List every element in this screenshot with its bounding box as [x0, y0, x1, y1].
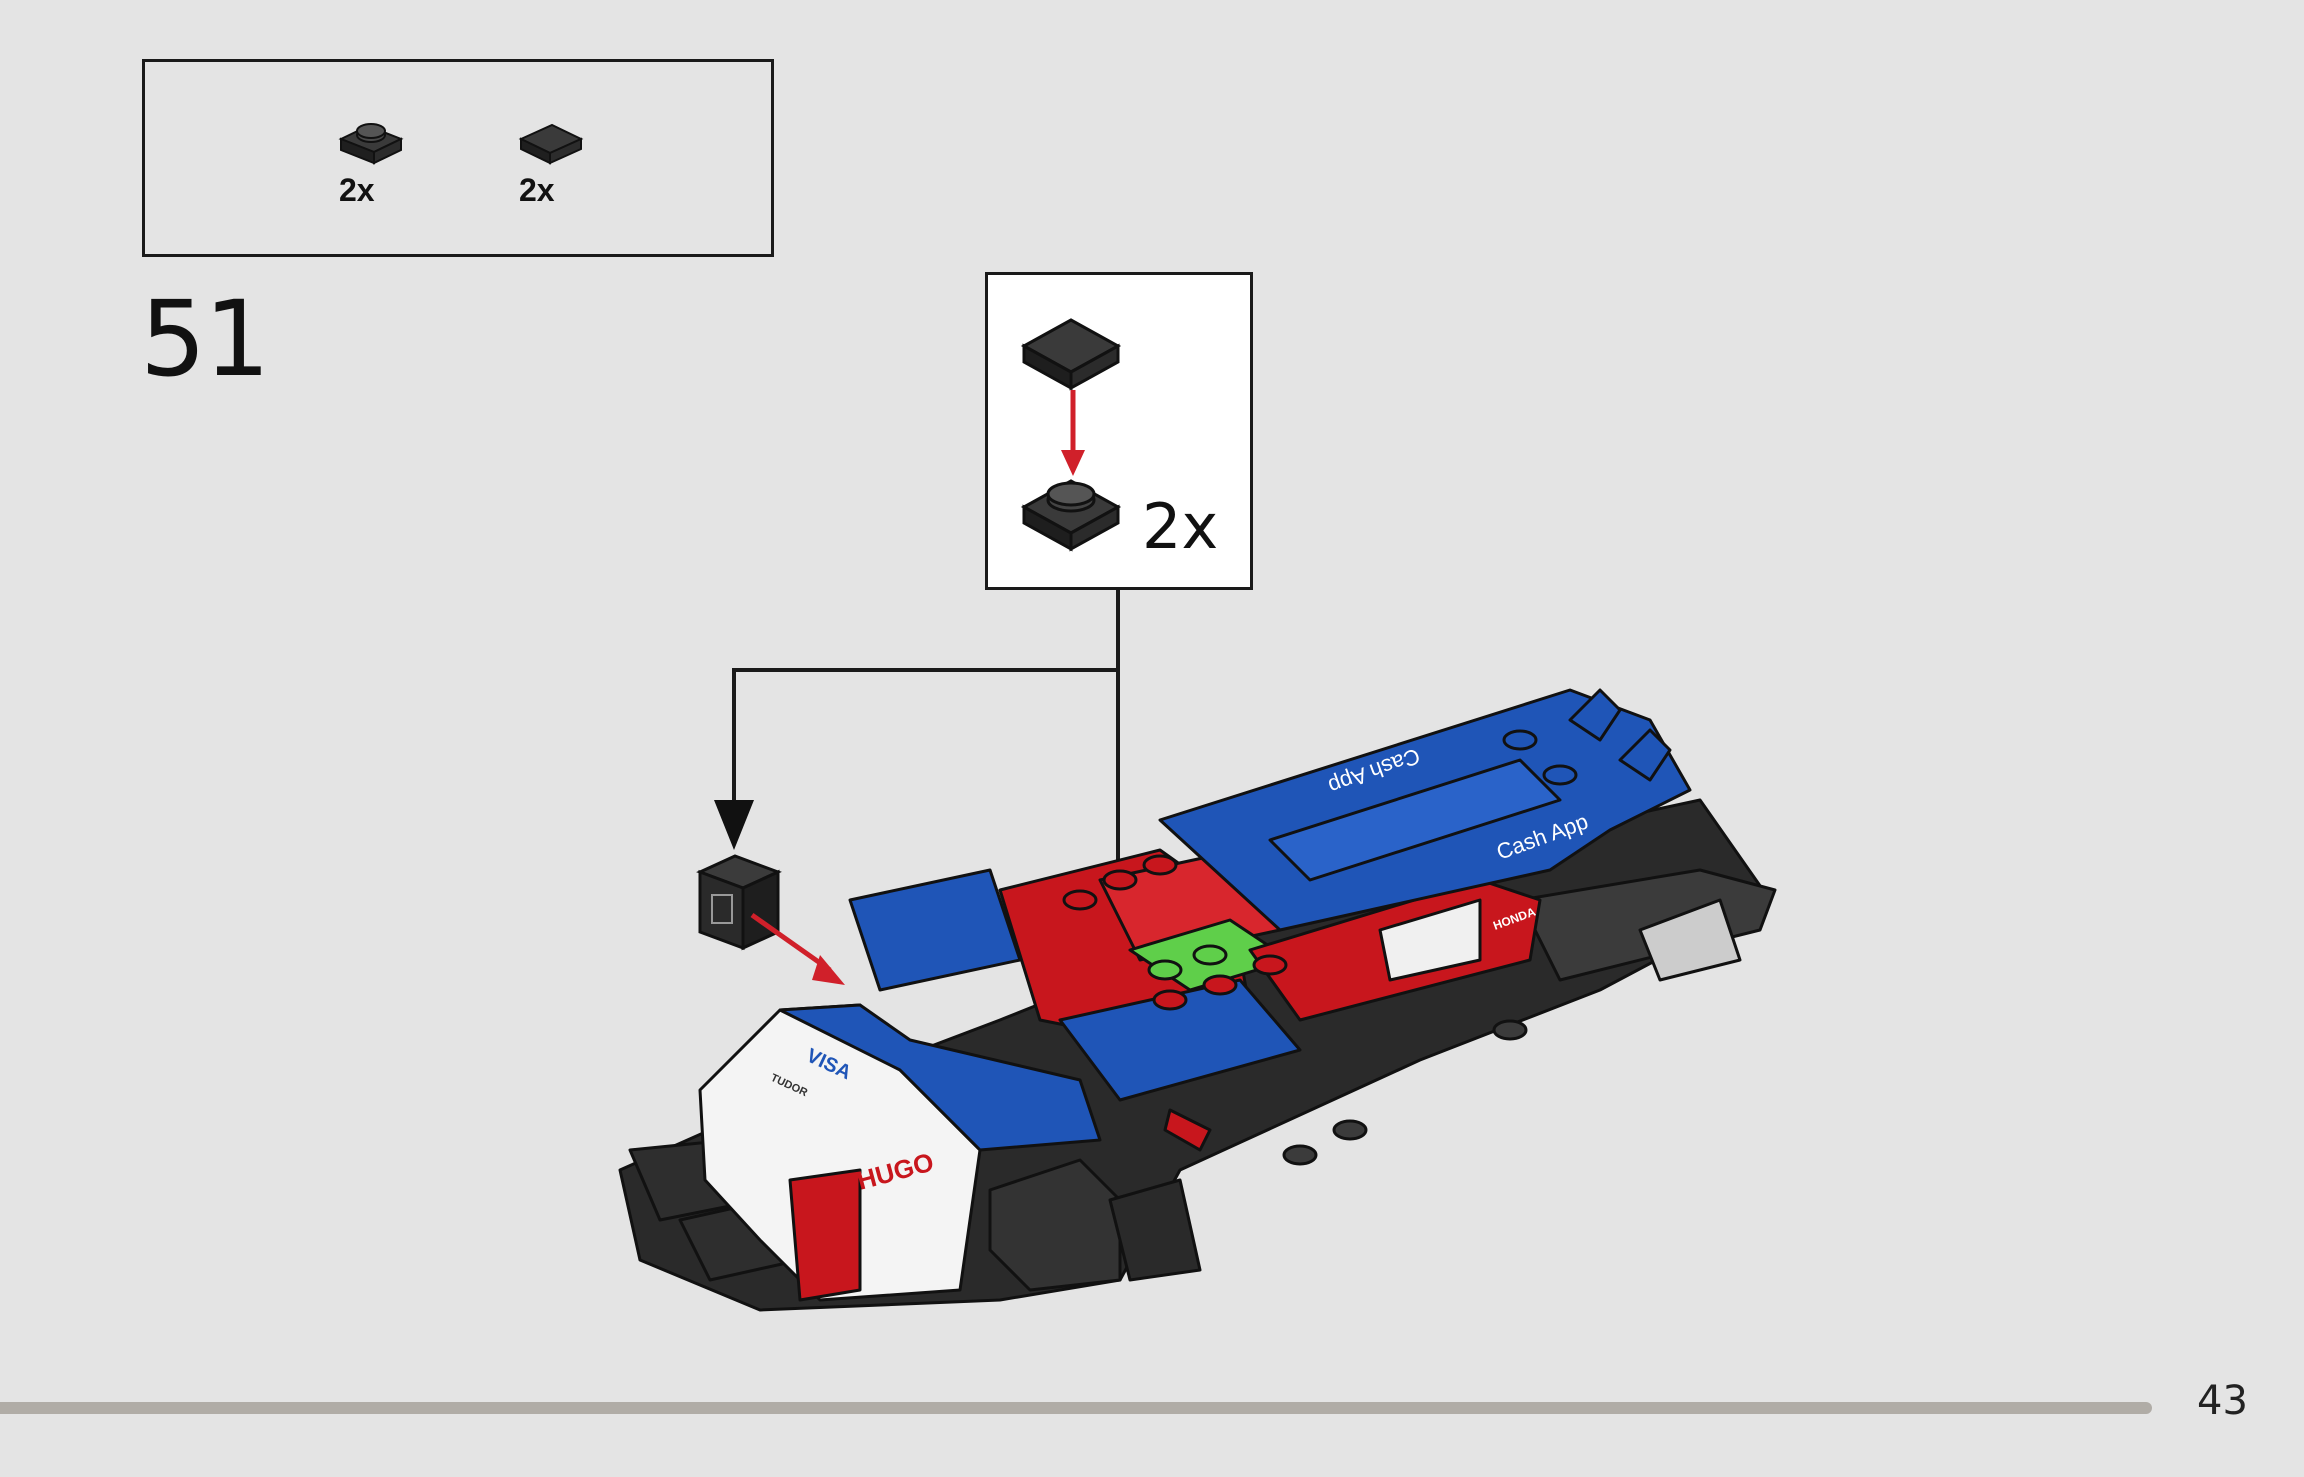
insert-arrow-icon [750, 912, 845, 985]
step-number: 51 [140, 278, 270, 400]
callout-tile-icon [1020, 318, 1122, 391]
page-number: 43 [2197, 1378, 2248, 1424]
part-quantity-1: 2x [339, 172, 375, 208]
insert-piece-icon [696, 854, 782, 951]
race-car-model [618, 688, 1777, 1312]
page-progress-bar [0, 1402, 2152, 1414]
callout-arrow-icon [1061, 390, 1085, 476]
part-quantity-2: 2x [519, 172, 555, 208]
tile-icon [518, 123, 584, 165]
callout-quantity: 2x [1142, 490, 1219, 563]
callout-round-plate-icon [1020, 479, 1122, 552]
parts-list-box [142, 59, 774, 257]
callout-box [985, 272, 1253, 590]
round-plate-icon [338, 123, 404, 165]
connector-arrowhead-left [714, 800, 754, 850]
